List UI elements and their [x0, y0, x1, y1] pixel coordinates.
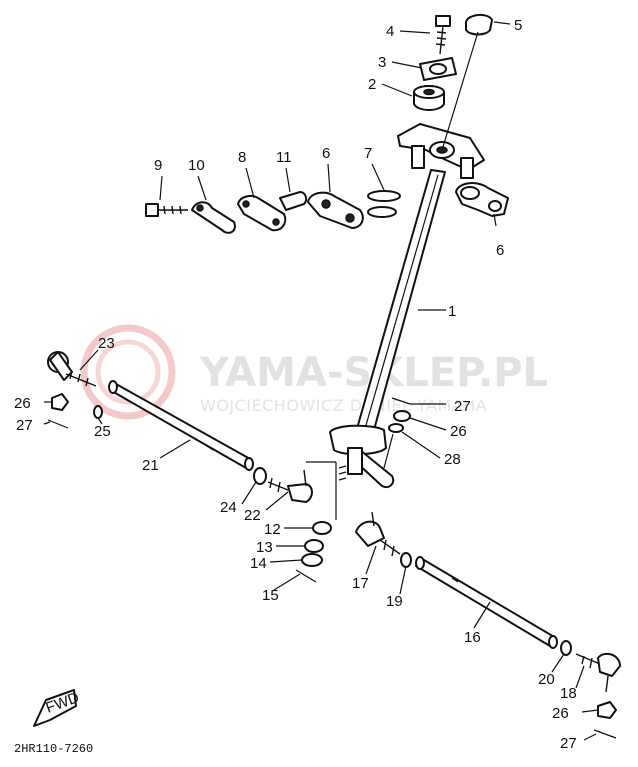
callout-16: 16 [464, 629, 481, 646]
top-bolt [435, 15, 451, 55]
callout-18: 18 [560, 685, 577, 702]
callout-27-mid: 27 [454, 398, 471, 415]
callout-14: 14 [250, 555, 267, 572]
callout-26-mid: 26 [450, 423, 467, 440]
callout-24: 24 [220, 499, 237, 516]
diagram-code: 2HR110-7260 [14, 742, 93, 756]
callout-19: 19 [386, 593, 403, 610]
watermark-logo-icon [80, 324, 176, 420]
upper-bracket [397, 123, 485, 179]
top-cap [441, 14, 493, 151]
center-fasteners [295, 521, 332, 583]
steering-shaft [306, 169, 446, 520]
fwd-arrow-icon: FWD [33, 689, 82, 727]
callout-12: 12 [264, 521, 281, 538]
right-tie-rod [355, 511, 621, 739]
callout-7: 7 [364, 145, 372, 162]
callout-5: 5 [514, 17, 522, 34]
callout-23: 23 [98, 335, 115, 352]
clamp-half [419, 57, 457, 81]
callout-22: 22 [244, 507, 261, 524]
callout-21: 21 [142, 457, 159, 474]
right-small-parts [383, 397, 411, 469]
callout-20: 20 [538, 671, 555, 688]
callout-10: 10 [188, 157, 205, 174]
left-tie-rod-end [253, 467, 313, 503]
callout-25: 25 [94, 423, 111, 440]
callout-9: 9 [154, 157, 162, 174]
left-tie-rod [47, 351, 254, 471]
callout-8: 8 [238, 149, 246, 166]
callout-27-right: 27 [560, 735, 577, 752]
watermark-subtitle: WOJCIECHOWICZ DANIEL YAMAHA [200, 396, 487, 415]
callouts: 4 5 3 2 1 6 9 10 8 11 6 7 23 26 27 25 21… [14, 17, 577, 752]
callout-11: 11 [276, 149, 292, 166]
watermark: YAMA-SKLEP.PL WOJCIECHOWICZ DANIEL YAMAH… [80, 324, 548, 420]
callout-1: 1 [448, 303, 456, 320]
leader-lines [43, 21, 599, 741]
callout-15: 15 [262, 587, 279, 604]
callout-17: 17 [352, 575, 369, 592]
collar [413, 85, 445, 111]
callout-6-left: 6 [322, 145, 330, 162]
handlebar-clamp-set [145, 190, 401, 234]
side-clamp-right [455, 182, 509, 217]
callout-26-right: 26 [552, 705, 569, 722]
callout-2: 2 [368, 76, 376, 93]
callout-26-left: 26 [14, 395, 31, 412]
callout-13: 13 [256, 539, 273, 556]
callout-28: 28 [444, 451, 461, 468]
callout-27-left: 27 [16, 417, 33, 434]
callout-6-right: 6 [496, 242, 504, 259]
callout-3: 3 [378, 54, 386, 71]
callout-4: 4 [386, 23, 394, 40]
